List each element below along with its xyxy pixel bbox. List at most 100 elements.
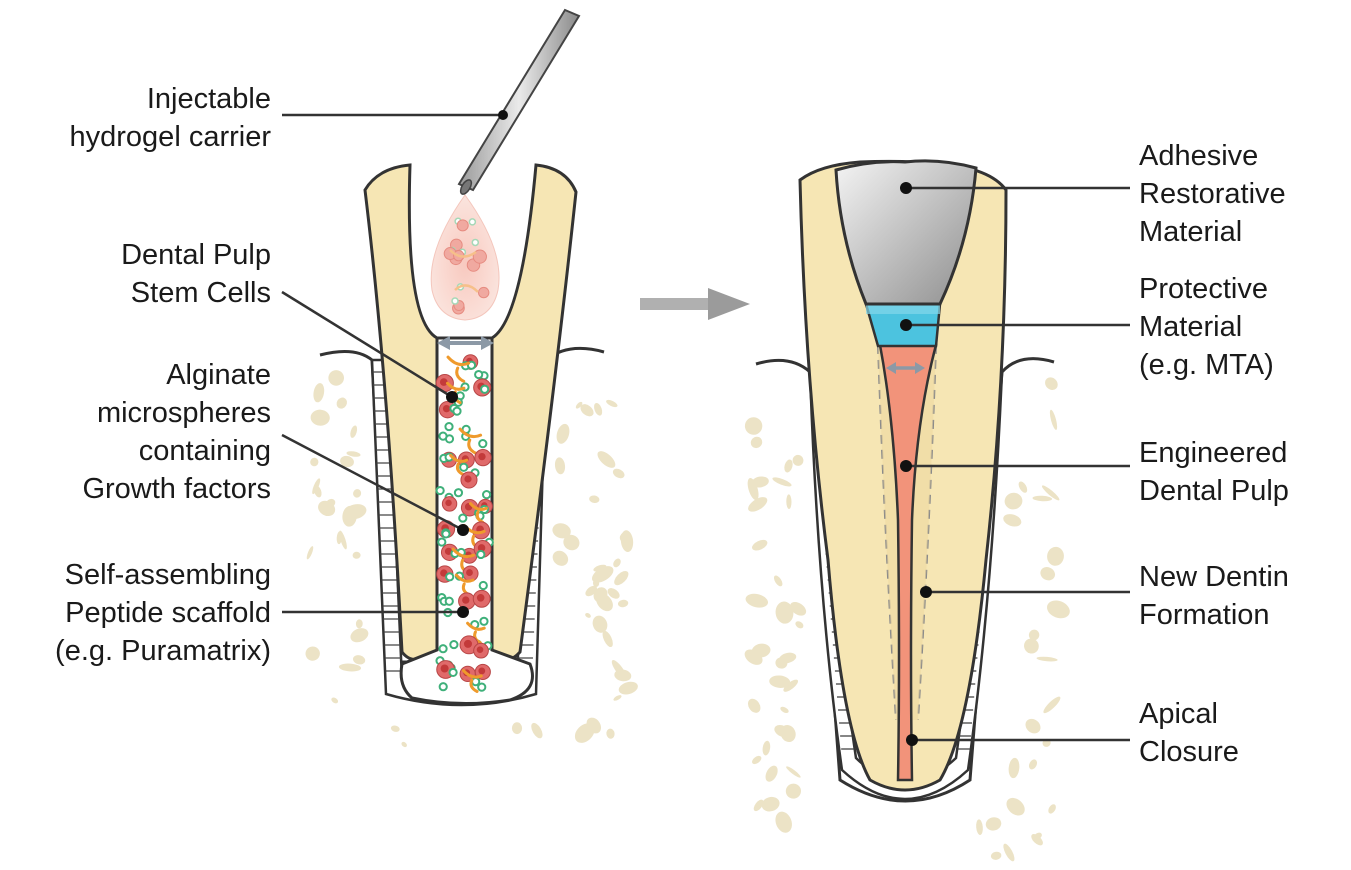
bone-spot: [335, 396, 349, 411]
cell-nucleus: [445, 500, 451, 506]
bone-spot: [605, 398, 618, 408]
bone-spot: [1038, 565, 1057, 583]
syringe-needle: [458, 10, 579, 196]
alginate-microsphere: [472, 678, 479, 685]
bone-spot: [512, 722, 522, 734]
bone-spot: [612, 557, 623, 568]
bone-spot: [617, 599, 628, 608]
bone-spot: [554, 422, 571, 445]
cell-nucleus: [478, 667, 485, 674]
cell-nucleus: [462, 596, 469, 603]
label-apical-closure: Apical Closure: [1139, 695, 1239, 771]
bone-spot: [613, 694, 623, 702]
bone-spot: [554, 457, 566, 475]
bone-spot: [976, 819, 984, 835]
alginate-microsphere: [480, 618, 487, 625]
bone-spot: [772, 574, 784, 588]
bone-spot: [1027, 758, 1038, 771]
cell-nucleus: [466, 569, 473, 576]
bone-spot: [744, 592, 769, 610]
bone-spot: [984, 816, 1002, 833]
bone-spot: [356, 619, 364, 629]
bone-spot: [773, 809, 795, 835]
drop-microsphere: [469, 219, 475, 225]
bone-spot: [326, 367, 347, 388]
bone-spot: [794, 620, 805, 630]
alginate-microsphere: [453, 408, 460, 415]
dot-microspheres: [457, 524, 469, 536]
bone-spot: [612, 568, 631, 587]
bone-spot: [348, 625, 370, 644]
bone-spot: [771, 476, 792, 489]
alginate-microsphere: [459, 514, 466, 521]
bone-spot: [762, 740, 771, 756]
bone-spot: [744, 417, 762, 435]
alginate-microsphere: [480, 582, 487, 589]
bone-spot: [330, 696, 339, 704]
bone-spot: [620, 530, 634, 553]
cell-nucleus: [477, 646, 484, 653]
alginate-microsphere: [438, 538, 445, 545]
bone-spot: [339, 663, 362, 672]
bone-spot: [617, 680, 639, 697]
alginate-microsphere: [445, 423, 452, 430]
bone-spot: [1008, 757, 1021, 778]
bone-spot: [390, 725, 400, 733]
bone-spot: [745, 696, 763, 715]
bone-spot: [592, 402, 603, 417]
bone-spot: [1003, 794, 1028, 819]
dot-dentin: [920, 586, 932, 598]
label-new-dentin: New Dentin Formation: [1139, 558, 1289, 634]
alginate-microsphere: [483, 491, 490, 498]
bone-spot: [763, 764, 780, 784]
alginate-microsphere: [449, 669, 456, 676]
bone-spot: [1017, 480, 1029, 494]
alginate-microsphere: [479, 440, 486, 447]
bone-spot: [779, 705, 789, 714]
bone-spot: [310, 409, 331, 427]
label-protective-material: Protective Material (e.g. MTA): [1139, 270, 1274, 384]
alginate-microsphere: [481, 386, 488, 393]
alginate-microsphere: [450, 641, 457, 648]
label-adhesive-restorative: Adhesive Restorative Material: [1139, 137, 1286, 251]
bone-spot: [1046, 546, 1065, 567]
alginate-microsphere: [478, 684, 485, 691]
bone-spot: [352, 654, 366, 666]
cell-nucleus: [443, 405, 450, 412]
bone-spot: [785, 765, 802, 779]
bone-spot: [990, 851, 1002, 861]
dot-stem-cells: [446, 391, 458, 403]
alginate-microsphere: [439, 433, 446, 440]
dot-protective: [900, 319, 912, 331]
bone-spot: [349, 425, 358, 439]
dot-hydrogel: [498, 110, 508, 120]
bone-spot: [760, 795, 781, 813]
alginate-microsphere: [442, 530, 449, 537]
bone-spot: [611, 467, 626, 480]
bone-spot: [584, 612, 591, 619]
bone-spot: [783, 459, 794, 474]
alginate-microsphere: [460, 464, 467, 471]
regenerated-tooth: [756, 161, 1054, 801]
drop-microsphere: [472, 239, 478, 245]
bone-spot: [1021, 636, 1041, 656]
bone-spot: [1041, 695, 1062, 716]
bone-spot: [550, 548, 572, 569]
bone-spot: [303, 644, 322, 663]
bone-spot: [1036, 656, 1058, 662]
label-peptide-scaffold: Self-assembling Peptide scaffold (e.g. P…: [55, 556, 271, 670]
bone-spot: [1047, 803, 1058, 815]
bone-spot: [1044, 597, 1072, 621]
bone-spot: [750, 538, 769, 553]
bone-spot: [312, 382, 326, 403]
bone-spot: [589, 495, 600, 504]
bone-spot: [751, 754, 763, 765]
bone-spot: [1048, 409, 1058, 430]
transition-arrow: [640, 288, 750, 320]
bone-spot: [400, 741, 408, 748]
dot-adhesive: [900, 182, 912, 194]
bone-spot: [1003, 491, 1024, 511]
alginate-microsphere: [446, 598, 453, 605]
alginate-microsphere: [475, 371, 482, 378]
bone-spot: [352, 488, 362, 499]
